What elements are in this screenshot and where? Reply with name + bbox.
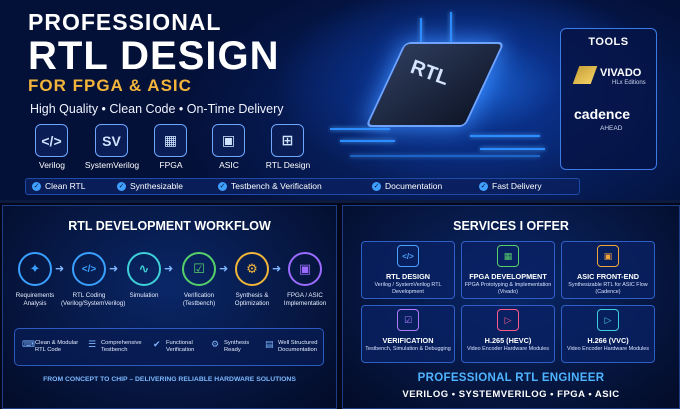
- code-file-icon: </>: [397, 245, 419, 267]
- check-icon: ✓: [117, 182, 126, 191]
- service-desc-vvc: Video Encoder Hardware Modules: [566, 346, 649, 352]
- highlight-testbench: Comprehensive Testbench: [101, 340, 142, 353]
- service-card-verification: [361, 305, 455, 363]
- service-title-asic: ASIC FRONT-END: [576, 272, 640, 281]
- feature-fast-delivery: Fast Delivery: [492, 181, 542, 191]
- sv-icon: SV: [95, 124, 128, 157]
- checklist-icon: ☑: [182, 252, 216, 286]
- feature-documentation: Documentation: [385, 181, 443, 191]
- fpga-board-icon: ▦: [497, 245, 519, 267]
- step-simulation: Simulation: [129, 292, 159, 299]
- step-verification: Verification (Testbench): [182, 292, 216, 307]
- video-play-icon: ▷: [497, 309, 519, 331]
- circuit-trace: [420, 18, 422, 44]
- circuit-trace: [480, 148, 545, 150]
- check-icon: ✓: [218, 182, 227, 191]
- checklist-icon: ☑: [397, 309, 419, 331]
- circuit-trace: [450, 12, 452, 44]
- services-title: SERVICES I OFFER: [453, 219, 569, 233]
- service-title-vvc: H.266 (VVC): [587, 336, 629, 345]
- skills-line: VERILOG • SYSTEMVERILOG • FPGA • ASIC: [402, 389, 620, 400]
- vivado-sub: HLx Editions: [612, 80, 646, 86]
- service-title-rtl: RTL DESIGN: [385, 272, 431, 281]
- tech-label-systemverilog: SystemVerilog: [84, 160, 140, 170]
- waveform-icon: ∿: [127, 252, 161, 286]
- service-title-verification: VERIFICATION: [382, 336, 434, 345]
- headline-professional: PROFESSIONAL: [28, 9, 222, 35]
- tools-panel: [560, 28, 657, 170]
- highlights-strip: [14, 328, 324, 366]
- gears-icon: ⚙: [235, 252, 269, 286]
- tech-label-fpga: FPGA: [159, 160, 183, 170]
- gears-icon: ⚙: [211, 339, 220, 349]
- divider: [0, 200, 680, 203]
- step-rtl-coding: RTL Coding (Verilog/SystemVerilog): [61, 292, 126, 307]
- lightbulb-icon: ✦: [18, 252, 52, 286]
- circuit-trace: [470, 135, 540, 137]
- service-title-fpga: FPGA DEVELOPMENT: [469, 272, 547, 281]
- check-icon: ✓: [32, 182, 41, 191]
- fpga-chip-icon: ▦: [154, 124, 187, 157]
- service-title-hevc: H.265 (HEVC): [484, 336, 532, 345]
- role-title: PROFESSIONAL RTL ENGINEER: [417, 372, 605, 384]
- feature-bar: [25, 178, 580, 195]
- code-icon: </>: [72, 252, 106, 286]
- check-icon: ✓: [372, 182, 381, 191]
- rtl-design-icon: ⊞: [271, 124, 304, 157]
- workflow-motto: FROM CONCEPT TO CHIP – DELIVERING RELIAB…: [43, 376, 296, 383]
- cadence-label: cadence: [574, 106, 631, 122]
- service-desc-asic: Synthesizable RTL for ASIC Flow (Cadence…: [568, 282, 648, 295]
- service-desc-hevc: Video Encoder Hardware Modules: [466, 346, 549, 352]
- circuit-trace: [350, 155, 540, 157]
- tech-label-asic: ASIC: [219, 160, 239, 170]
- asic-chip-icon: ▣: [597, 245, 619, 267]
- highlight-documentation: Well Structured Documentation: [278, 340, 318, 353]
- arrow-right-icon: ➜: [55, 263, 65, 275]
- headline-rtl-design: RTL DESIGN: [28, 34, 280, 78]
- check-icon: ✓: [479, 182, 488, 191]
- feature-synthesizable: Synthesizable: [130, 181, 183, 191]
- highlight-synthesis-ready: Synthesis Ready: [224, 340, 250, 353]
- service-card-vvc: [561, 305, 655, 363]
- clipboard-icon: ☰: [88, 339, 97, 349]
- step-synthesis: Synthesis & Optimization: [234, 292, 270, 307]
- service-card-asic: [561, 241, 655, 299]
- arrow-right-icon: ➜: [272, 263, 282, 275]
- cadence-sub: AHEAD: [600, 125, 623, 132]
- feature-testbench: Testbench & Verification: [231, 181, 322, 191]
- tech-label-rtl-design: RTL Design: [265, 160, 311, 170]
- circuit-trace: [340, 140, 395, 142]
- workflow-title: RTL DEVELOPMENT WORKFLOW: [68, 219, 271, 233]
- circuit-trace: [330, 128, 390, 130]
- asic-chip-icon: ▣: [212, 124, 245, 157]
- step-requirements: Requirements Analysis: [15, 292, 55, 307]
- tagline: High Quality • Clean Code • On-Time Deli…: [30, 102, 284, 116]
- vivado-label: VIVADO: [600, 67, 642, 79]
- headline-fpga-asic: FOR FPGA & ASIC: [28, 76, 192, 95]
- service-desc-verification: Testbench, Simulation & Debugging: [365, 346, 451, 352]
- highlight-clean-code: Clean & Modular RTL Code: [35, 340, 79, 353]
- feature-clean-rtl: Clean RTL: [45, 181, 86, 191]
- tools-title: TOOLS: [588, 36, 629, 48]
- code-file-icon: ⌨: [22, 339, 35, 349]
- service-card-fpga: [461, 241, 555, 299]
- code-icon: </>: [35, 124, 68, 157]
- tech-label-verilog: Verilog: [39, 160, 65, 170]
- workflow-panel: [2, 205, 337, 409]
- service-desc-fpga: FPGA Prototyping & Implementation (Vivad…: [464, 282, 552, 295]
- highlight-functional: Functional Verification: [166, 340, 195, 353]
- video-play-icon: ▷: [597, 309, 619, 331]
- arrow-right-icon: ➜: [164, 263, 174, 275]
- check-circle-icon: ✔: [153, 339, 161, 349]
- arrow-right-icon: ➜: [219, 263, 229, 275]
- service-card-hevc: [461, 305, 555, 363]
- service-card-rtl: [361, 241, 455, 299]
- document-icon: ▤: [265, 339, 274, 349]
- chip-icon: ▣: [288, 252, 322, 286]
- step-implementation: FPGA / ASIC Implementation: [283, 292, 327, 307]
- arrow-right-icon: ➜: [109, 263, 119, 275]
- service-desc-rtl: Verilog / SystemVerilog RTL Development: [374, 282, 442, 295]
